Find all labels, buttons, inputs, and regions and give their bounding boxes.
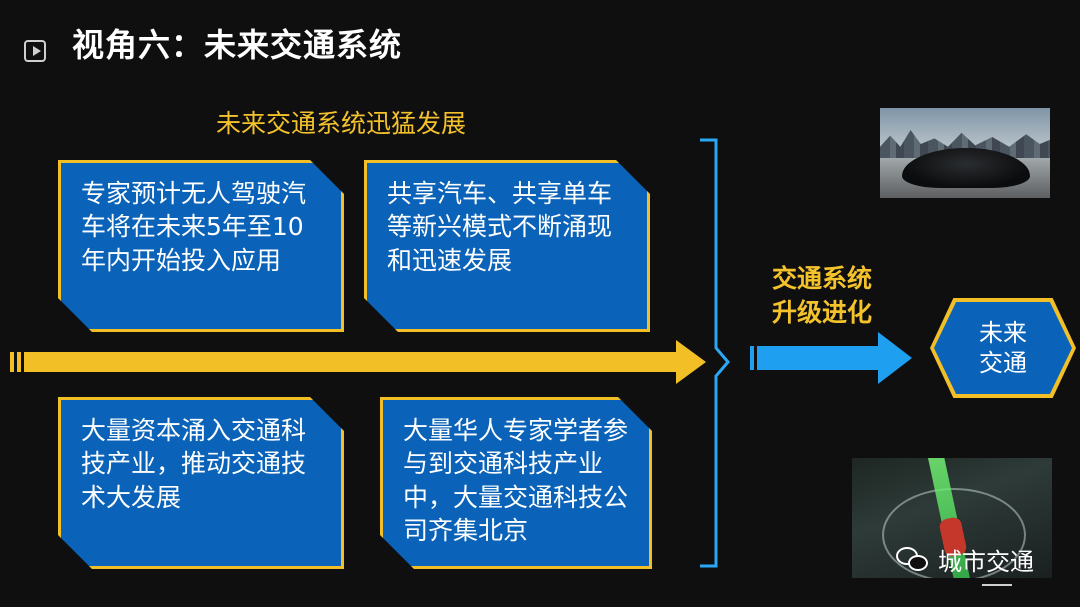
watermark: 城市交通	[896, 542, 1034, 577]
info-box-experts: 大量华人专家学者参与到交通科技产业中，大量交通科技公司齐集北京	[380, 397, 652, 569]
info-box-capital: 大量资本涌入交通科技产业，推动交通技术大发展	[58, 397, 344, 569]
upgrade-label: 交通系统 升级进化	[752, 262, 892, 330]
blue-arrow	[750, 332, 912, 384]
future-line-1: 未来	[979, 319, 1027, 347]
wechat-icon	[896, 546, 930, 573]
watermark-text: 城市交通	[938, 548, 1034, 576]
future-line-2: 交通	[979, 349, 1027, 377]
concept-car-photo	[880, 108, 1050, 198]
slide-title: 视角六：未来交通系统	[72, 26, 403, 64]
upgrade-line-2: 升级进化	[771, 297, 872, 327]
slide-subtitle: 未来交通系统迅猛发展	[216, 109, 467, 138]
bottom-indicator	[982, 584, 1012, 586]
play-icon[interactable]	[24, 40, 46, 62]
autonomous-road-photo	[852, 458, 1052, 578]
upgrade-line-1: 交通系统	[771, 264, 872, 293]
info-box-sharing: 共享汽车、共享单车等新兴模式不断涌现和迅速发展	[364, 160, 650, 332]
info-box-autonomous: 专家预计无人驾驶汽车将在未来5年至10年内开始投入应用	[58, 160, 344, 332]
future-traffic-hexagon: 未来 交通	[930, 298, 1076, 398]
bracket	[700, 138, 730, 568]
yellow-arrow	[10, 340, 706, 384]
